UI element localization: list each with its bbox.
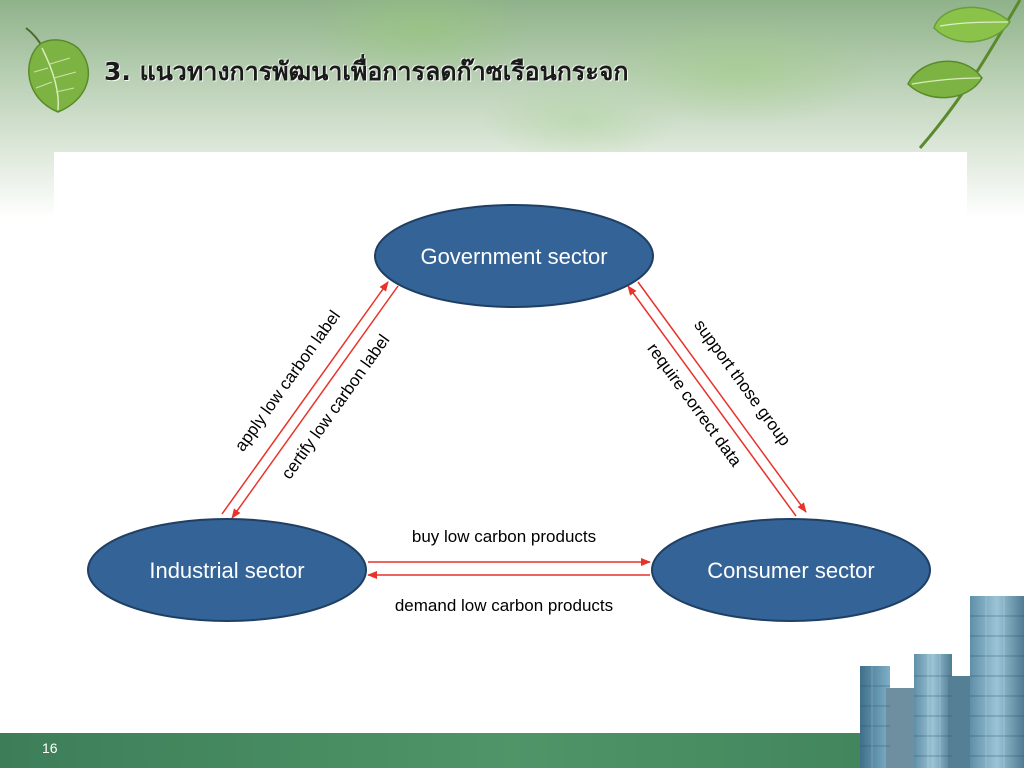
footer-bar bbox=[0, 733, 1024, 768]
leaf-icon bbox=[25, 27, 89, 113]
edge-label-demand: demand low carbon products bbox=[395, 596, 613, 615]
arrow-consumer-to-government bbox=[626, 284, 798, 518]
node-industrial-label: Industrial sector bbox=[149, 558, 304, 583]
page-number: 16 bbox=[42, 740, 58, 756]
node-government-label: Government sector bbox=[420, 244, 607, 269]
arrow-industrial-to-government bbox=[220, 280, 390, 516]
edge-label-buy: buy low carbon products bbox=[412, 527, 596, 546]
node-government: Government sector bbox=[374, 204, 654, 308]
buildings-icon bbox=[860, 596, 1024, 768]
node-consumer: Consumer sector bbox=[651, 518, 931, 622]
node-industrial: Industrial sector bbox=[87, 518, 367, 622]
slide-title: 3. แนวทางการพัฒนาเพื่อการลดก๊าซเรือนกระจ… bbox=[104, 57, 629, 86]
node-consumer-label: Consumer sector bbox=[707, 558, 875, 583]
arrow-government-to-industrial bbox=[230, 284, 400, 520]
vine-icon bbox=[907, 0, 1022, 149]
arrow-government-to-consumer bbox=[636, 280, 808, 514]
